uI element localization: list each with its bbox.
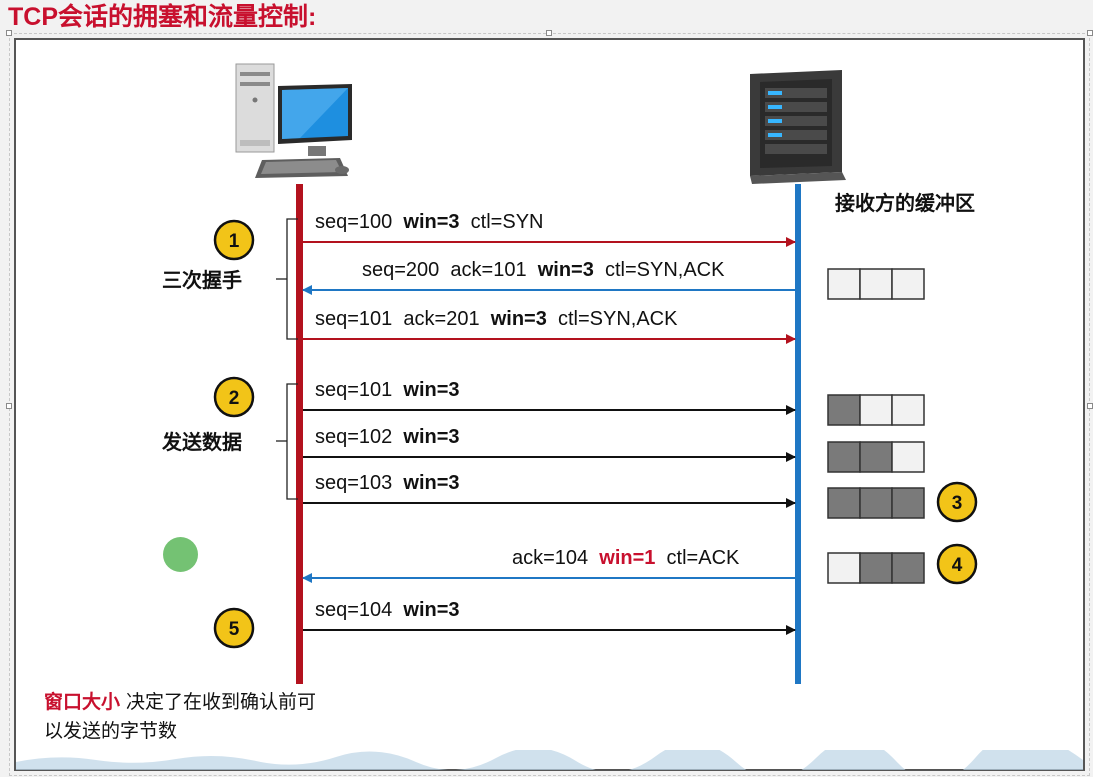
desktop-computer-icon (235, 63, 352, 178)
resize-handle[interactable] (6, 30, 12, 36)
step-badge (936, 481, 978, 523)
window-value: win=3 (537, 259, 594, 281)
decorative-wave (16, 750, 1083, 770)
resize-handle[interactable] (546, 30, 552, 36)
message-text: seq=104 (315, 599, 403, 621)
step-badge-number: 3 (952, 493, 963, 514)
step-badge (936, 543, 978, 585)
buffer-slot-filled (859, 552, 893, 584)
buffer-slot-empty (827, 552, 861, 584)
receive-buffer (827, 552, 925, 584)
step-badge-number: 2 (229, 388, 240, 409)
step-badge-number: 5 (229, 619, 240, 640)
window-value: win=3 (490, 308, 547, 330)
buffer-slot-filled (827, 487, 861, 519)
window-size-note: 窗口大小 决定了在收到确认前可以发送的字节数 (44, 688, 334, 746)
message-text: seq=200 ack=101 (362, 259, 538, 281)
buffer-slot-filled (859, 441, 893, 473)
note-text: 决定了在收到确认前可以发送的字节数 (44, 691, 317, 742)
message-text: seq=101 ack=201 (315, 308, 491, 330)
step-badge (213, 376, 255, 418)
message-label: seq=101 win=3 (315, 379, 460, 401)
message-text: ack=104 (512, 547, 599, 569)
message-text: seq=102 (315, 426, 403, 448)
message-text: ctl=SYN (460, 211, 544, 233)
buffer-slot-empty (859, 394, 893, 426)
message-text: ctl=SYN,ACK (594, 259, 725, 281)
receive-buffer (827, 394, 925, 426)
buffer-slot-filled (827, 394, 861, 426)
buffer-slot-filled (859, 487, 893, 519)
window-value: win=3 (402, 599, 459, 621)
buffer-slot-empty (859, 268, 893, 300)
message-text: seq=101 (315, 379, 403, 401)
message-label: seq=100 win=3 ctl=SYN (315, 211, 543, 233)
step-badge (213, 607, 255, 649)
buffer-slot-filled (891, 552, 925, 584)
server-lifeline (795, 184, 801, 684)
resize-handle[interactable] (6, 403, 12, 409)
message-text: ctl=SYN,ACK (547, 308, 678, 330)
buffer-slot-empty (891, 394, 925, 426)
step-badge (213, 219, 255, 261)
step-badge-number: 4 (952, 555, 963, 576)
receive-buffer (827, 268, 925, 300)
buffer-slot-empty (891, 268, 925, 300)
message-label: seq=101 ack=201 win=3 ctl=SYN,ACK (315, 308, 678, 330)
message-label: seq=200 ack=101 win=3 ctl=SYN,ACK (362, 259, 725, 281)
message-text: seq=100 (315, 211, 403, 233)
buffer-slot-empty (827, 268, 861, 300)
message-text: seq=103 (315, 472, 403, 494)
message-label: seq=104 win=3 (315, 599, 460, 621)
buffer-slot-empty (891, 441, 925, 473)
handshake-label: 三次握手 (162, 268, 242, 292)
send-data-label: 发送数据 (161, 430, 242, 454)
client-lifeline (296, 184, 303, 684)
window-value: win=3 (402, 211, 459, 233)
step-badge-number: 1 (229, 231, 240, 252)
window-value: win=1 (598, 547, 655, 569)
buffer-title: 接收方的缓冲区 (835, 191, 975, 215)
window-value: win=3 (402, 426, 459, 448)
message-text: ctl=ACK (655, 547, 740, 569)
buffer-slot-filled (891, 487, 925, 519)
message-label: ack=104 win=1 ctl=ACK (512, 547, 740, 569)
note-highlight: 窗口大小 (44, 691, 121, 713)
window-value: win=3 (402, 379, 459, 401)
server-tower-icon (750, 70, 846, 184)
window-value: win=3 (402, 472, 459, 494)
slide-title: TCP会话的拥塞和流量控制: (8, 3, 317, 31)
receive-buffer (827, 487, 925, 519)
buffer-slot-filled (827, 441, 861, 473)
message-label: seq=102 win=3 (315, 426, 460, 448)
message-label: seq=103 win=3 (315, 472, 460, 494)
receive-buffer (827, 441, 925, 473)
pointer-highlight-dot (163, 537, 198, 572)
